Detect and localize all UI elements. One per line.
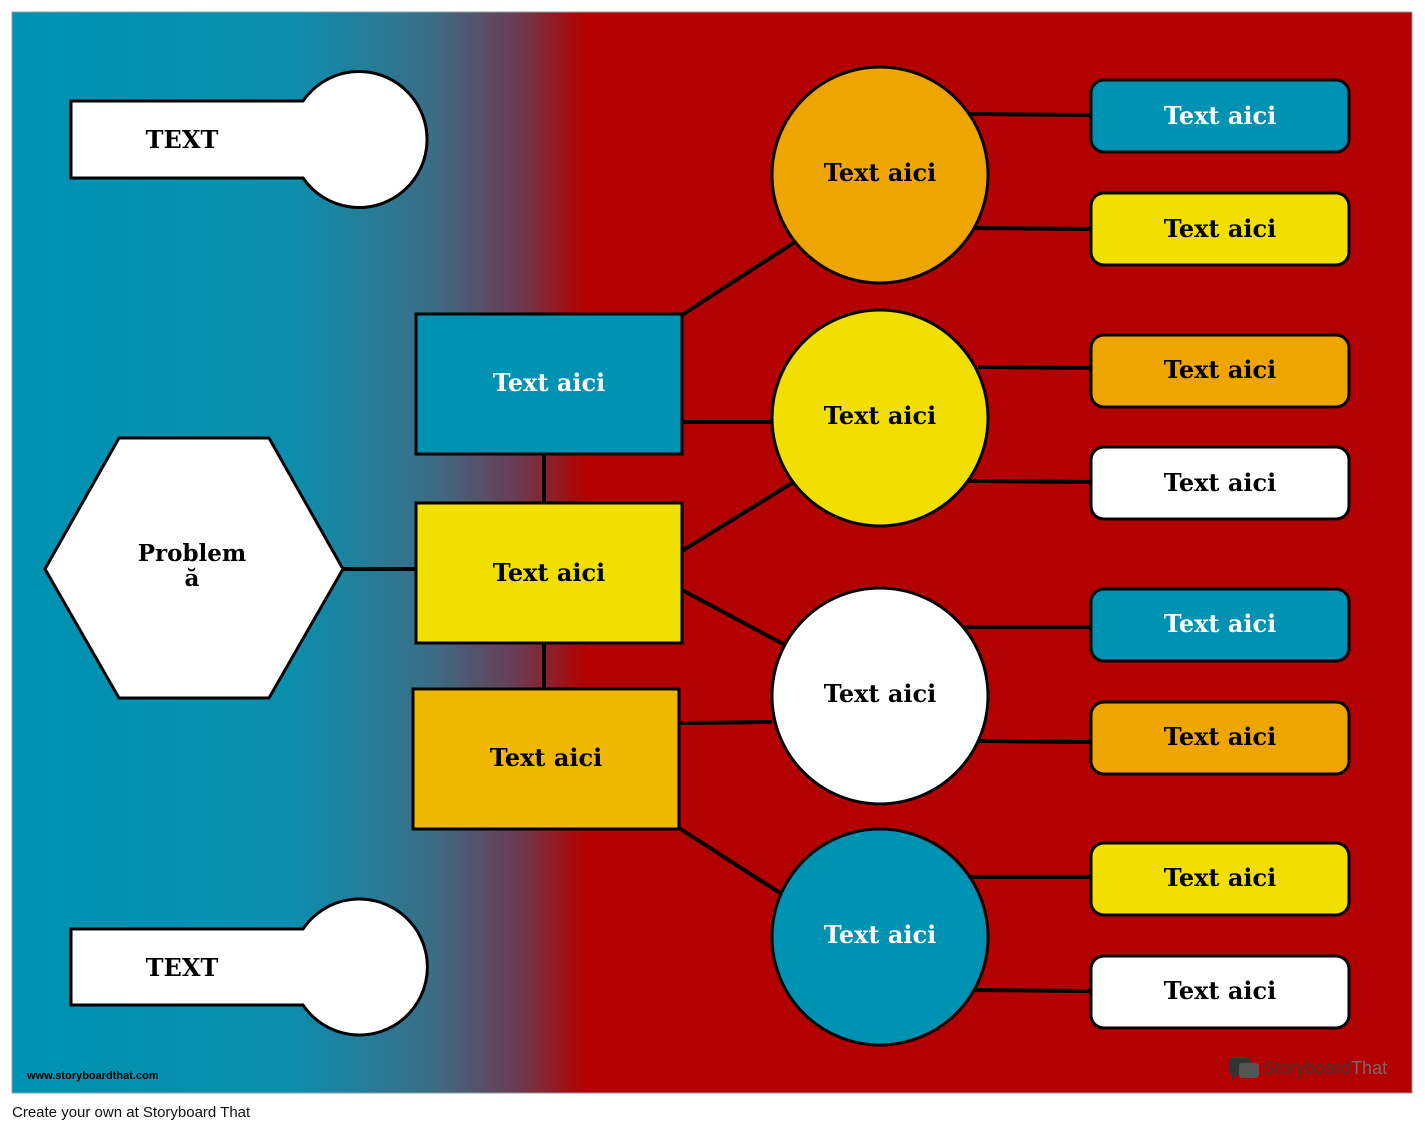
pill-node-1-label: Text aici bbox=[1164, 101, 1277, 130]
rect-node-2-label: Text aici bbox=[493, 558, 606, 587]
rect-node-3[interactable]: Text aici bbox=[411, 687, 681, 831]
pill-node-6[interactable]: Text aici bbox=[1089, 700, 1351, 776]
pill-node-8[interactable]: Text aici bbox=[1089, 954, 1351, 1030]
brand-part2: That bbox=[1351, 1058, 1387, 1078]
circle-node-3-label: Text aici bbox=[824, 679, 937, 708]
circle-node-1[interactable]: Text aici bbox=[770, 65, 990, 285]
rect-node-1-label: Text aici bbox=[493, 368, 606, 397]
problem-label-line1: Problem bbox=[138, 540, 247, 567]
circle-node-4-label: Text aici bbox=[824, 920, 937, 949]
pill-node-3[interactable]: Text aici bbox=[1089, 333, 1351, 409]
rect-node-3-label: Text aici bbox=[490, 743, 603, 772]
rect-node-1[interactable]: Text aici bbox=[414, 312, 684, 456]
pill-node-1[interactable]: Text aici bbox=[1089, 78, 1351, 154]
footer-credit[interactable]: Create your own at Storyboard That bbox=[12, 1104, 251, 1121]
circle-node-2[interactable]: Text aici bbox=[770, 308, 990, 528]
pill-node-4-label: Text aici bbox=[1164, 468, 1277, 497]
pill-node-7[interactable]: Text aici bbox=[1089, 841, 1351, 917]
pill-node-3-label: Text aici bbox=[1164, 355, 1277, 384]
pill-node-5[interactable]: Text aici bbox=[1089, 587, 1351, 663]
pill-node-5-label: Text aici bbox=[1164, 609, 1277, 638]
brand-part1: Storyboard bbox=[1263, 1058, 1351, 1078]
problem-label-line2: ă bbox=[185, 565, 200, 592]
problem-hexagon[interactable]: Problem ă bbox=[43, 436, 345, 700]
watermark-url[interactable]: www.storyboardthat.com bbox=[26, 1070, 159, 1082]
connector-lines bbox=[342, 112, 1092, 993]
circle-node-2-label: Text aici bbox=[824, 401, 937, 430]
keyhole-top-label: TEXT bbox=[146, 125, 219, 154]
rect-node-2[interactable]: Text aici bbox=[414, 501, 684, 645]
pill-node-8-label: Text aici bbox=[1164, 976, 1277, 1005]
circle-node-1-label: Text aici bbox=[824, 158, 937, 187]
keyhole-top[interactable]: TEXT bbox=[69, 70, 429, 209]
circle-node-4[interactable]: Text aici bbox=[770, 827, 990, 1047]
keyhole-bottom[interactable]: TEXT bbox=[69, 897, 429, 1037]
pill-node-2-label: Text aici bbox=[1164, 214, 1277, 243]
storyboardthat-logo[interactable]: StoryboardThat bbox=[1229, 1058, 1387, 1081]
pill-node-4[interactable]: Text aici bbox=[1089, 445, 1351, 521]
pill-node-2[interactable]: Text aici bbox=[1089, 191, 1351, 267]
keyhole-bottom-label: TEXT bbox=[146, 953, 219, 982]
pill-node-6-label: Text aici bbox=[1164, 722, 1277, 751]
circle-node-3[interactable]: Text aici bbox=[770, 586, 990, 806]
pill-node-7-label: Text aici bbox=[1164, 863, 1277, 892]
svg-text:StoryboardThat: StoryboardThat bbox=[1263, 1058, 1387, 1078]
speech-bubble-icon bbox=[1229, 1058, 1259, 1081]
